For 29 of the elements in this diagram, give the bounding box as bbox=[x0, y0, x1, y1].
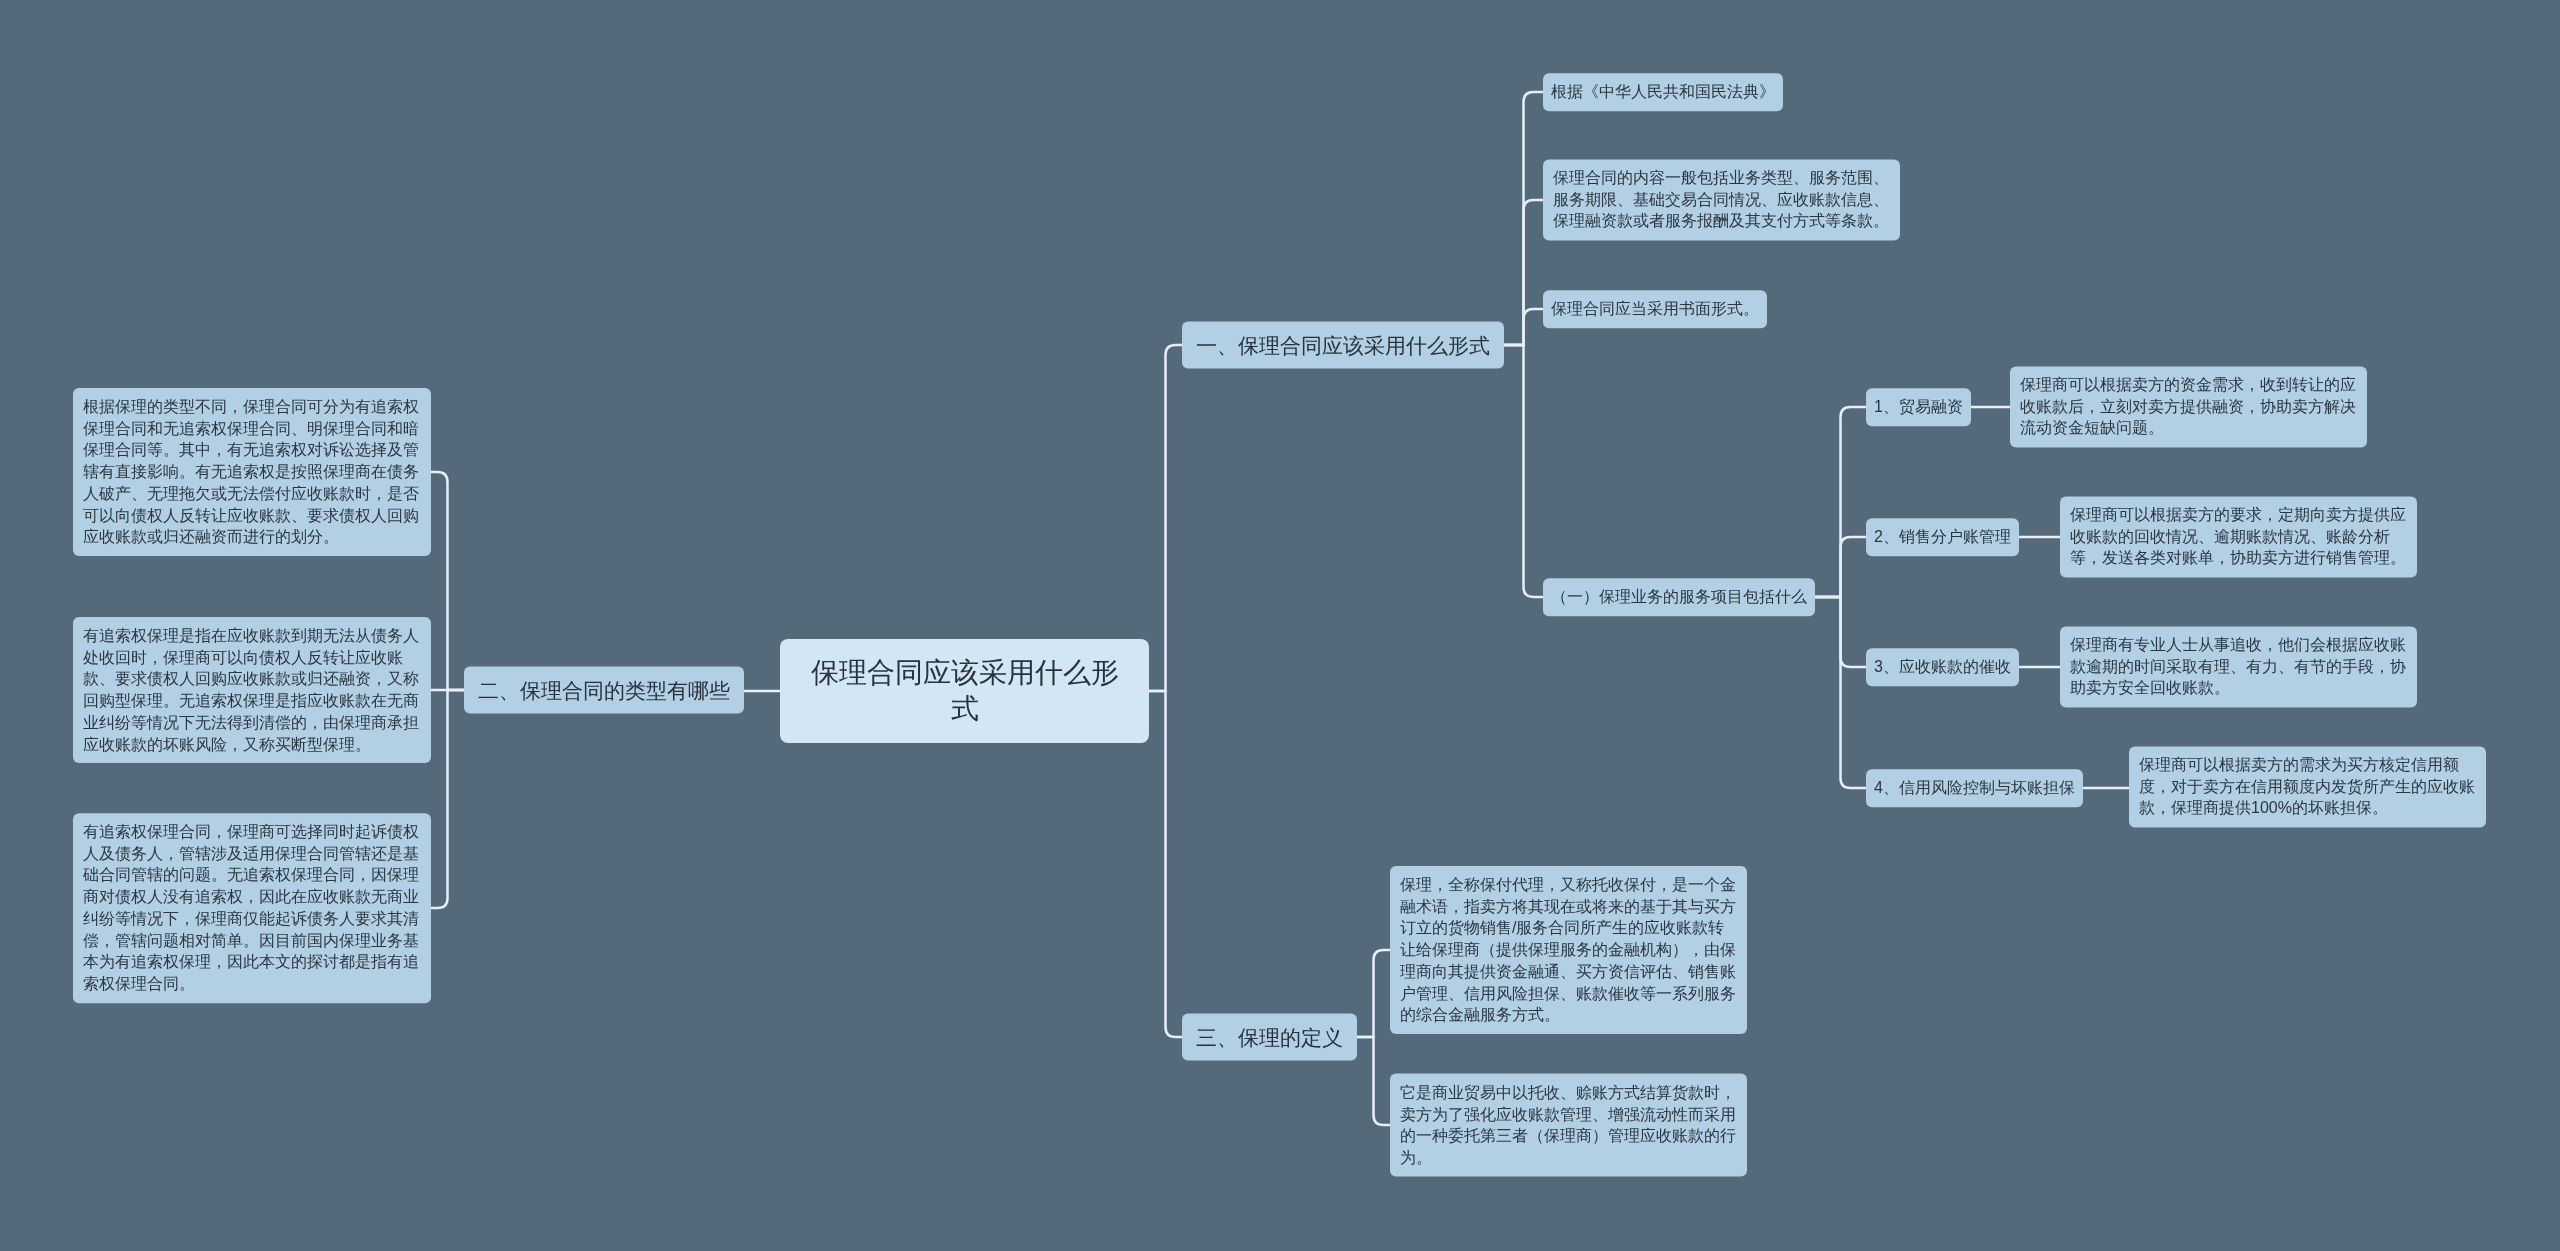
subtopic: 3、应收账款的催收 bbox=[1866, 648, 2019, 686]
branch-topic: 一、保理合同应该采用什么形式 bbox=[1182, 321, 1504, 369]
note-card: 保理商可以根据卖方的要求，定期向卖方提供应收账款的回收情况、逾期账款情况、账龄分析等，发送各类对账单，协助卖方进行销售管理。 bbox=[2060, 496, 2417, 578]
note-card: 有追索权保理合同，保理商可选择同时起诉债权人及债务人，管辖涉及适用保理合同管辖还是基础合同管辖的问题。无追索权保理合同，因保理商对债权人没有追索权，因此在应收账款无商业纠纷等情况下，保理商仅能起诉债务人要求其清偿，管辖问题相对简单。因目前国内保理业务基本为有追索权保理，因此本文的探讨都是指有追索权保理合同。 bbox=[73, 813, 431, 1003]
subtopic: 保理合同应当采用书面形式。 bbox=[1543, 290, 1767, 328]
subtopic: 4、信用风险控制与坏账担保 bbox=[1866, 769, 2083, 807]
connector-line bbox=[431, 688, 464, 910]
subtopic: 1、贸易融资 bbox=[1866, 388, 1971, 426]
subtopic: 根据《中华人民共和国民法典》 bbox=[1543, 73, 1783, 111]
subtopic: （一）保理业务的服务项目包括什么 bbox=[1543, 578, 1815, 616]
branch-topic: 三、保理的定义 bbox=[1182, 1013, 1357, 1061]
connector-line bbox=[744, 689, 780, 693]
subtopic: 2、销售分户账管理 bbox=[1866, 518, 2019, 556]
note-card: 有追索权保理是指在应收账款到期无法从债务人处收回时，保理商可以向债权人反转让应收账款、要求债权人回购应收账款或归还融资，又称回购型保理。无追索权保理是指应收账款在无商业纠纷等情况下无法得到清偿的，由保理商承担应收账款的坏账风险，又称买断型保理。 bbox=[73, 616, 431, 764]
note-card: 保理，全称保付代理，又称托收保付，是一个金融术语，指卖方将其现在或将来的基于其与买方订立的货物销售/服务合同所产生的应收账款转让给保理商（提供保理服务的金融机构），由保理商向其提供资金融通、买方资信评估、销售账户管理、信用风险担保、账款催收等一系列服务的综合金融服务方式。 bbox=[1390, 866, 1747, 1034]
branch-topic: 二、保理合同的类型有哪些 bbox=[464, 666, 744, 714]
note-card: 根据保理的类型不同，保理合同可分为有追索权保理合同和无追索权保理合同、明保理合同和暗保理合同等。其中，有无追索权对诉讼选择及管辖有直接影响。有无追索权是按照保理商在债务人破产、无理拖欠或无法偿付应收账款时，是否可以向债权人反转让应收账款、要求债权人回购应收账款或归还融资而进行的划分。 bbox=[73, 388, 431, 556]
note-card: 保理商可以根据卖方的需求为买方核定信用额度，对于卖方在信用额度内发货所产生的应收账款，保理商提供100%的坏账担保。 bbox=[2129, 746, 2486, 828]
note-card: 保理商有专业人士从事追收，他们会根据应收账款逾期的时间采取有理、有力、有节的手段，协助卖方安全回收账款。 bbox=[2060, 626, 2417, 708]
note-card: 它是商业贸易中以托收、赊账方式结算货款时，卖方为了强化应收账款管理、增强流动性而采用的一种委托第三者（保理商）管理应收账款的行为。 bbox=[1390, 1073, 1747, 1177]
connector-line bbox=[2018, 535, 2060, 539]
connector-line bbox=[1504, 343, 1543, 599]
central-topic: 保理合同应该采用什么形式 bbox=[780, 639, 1149, 743]
connector-line bbox=[2018, 665, 2060, 669]
connector-line bbox=[1970, 405, 2010, 409]
connector-line bbox=[1357, 1035, 1390, 1127]
note-card: 保理合同的内容一般包括业务类型、服务范围、服务期限、基础交易合同情况、应收账款信息、保理融资款或者服务报酬及其支付方式等条款。 bbox=[1543, 159, 1900, 241]
connector-line bbox=[2082, 786, 2129, 790]
note-card: 保理商可以根据卖方的资金需求，收到转让的应收账款后，立刻对卖方提供融资，协助卖方解决流动资金短缺问题。 bbox=[2010, 366, 2367, 448]
